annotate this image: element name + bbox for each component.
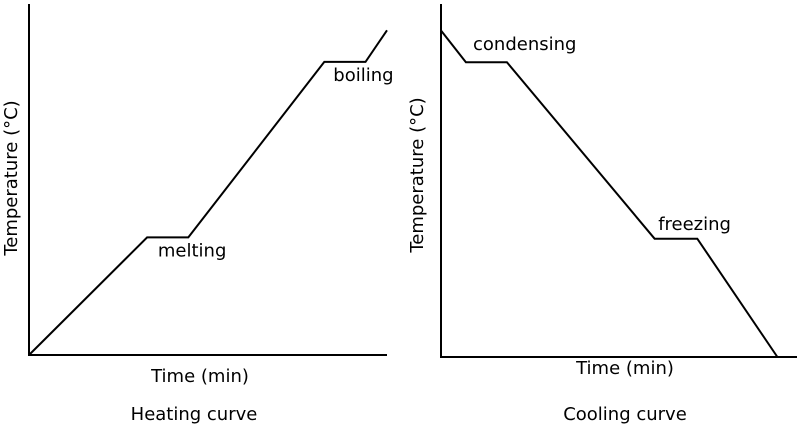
cooling-chart-title: Cooling curve	[563, 404, 687, 425]
heating-chart-title: Heating curve	[131, 404, 258, 425]
cooling-annotation-freezing: freezing	[658, 214, 731, 235]
cooling-series-line	[440, 29, 779, 358]
heating-annotation-boiling: boiling	[333, 65, 393, 86]
cooling-x-axis-label: Time (min)	[575, 358, 674, 379]
heating-annotation-melting: melting	[158, 241, 227, 262]
cooling-y-axis-label: Temperature (°C)	[407, 97, 428, 253]
cooling-chart: condensing freezing Time (min) Temperatu…	[407, 4, 797, 425]
heating-x-axis-label: Time (min)	[150, 366, 249, 387]
heating-y-axis-label: Temperature (°C)	[1, 100, 22, 256]
heating-series-line	[28, 29, 388, 356]
heating-chart: melting boiling Time (min) Temperature (…	[1, 4, 394, 425]
cooling-annotation-condensing: condensing	[473, 34, 576, 55]
